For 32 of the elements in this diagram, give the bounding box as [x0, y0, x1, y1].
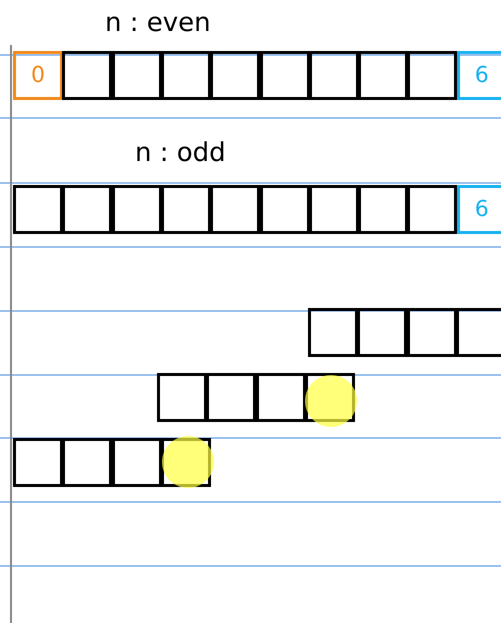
- array-cell: [62, 51, 112, 100]
- value-cell: 6: [456, 185, 501, 234]
- heading-text: n : even: [105, 8, 211, 38]
- array-cell: [407, 51, 458, 100]
- heading-text: n : odd: [135, 138, 226, 168]
- array-cell: [13, 438, 63, 487]
- array-cell: [358, 185, 408, 234]
- array-cell: [206, 373, 256, 422]
- array-cell: [13, 185, 63, 234]
- array-cell: [256, 373, 306, 422]
- array-cell: [62, 185, 112, 234]
- array-cell: [160, 51, 211, 100]
- array-cell: [160, 185, 211, 234]
- array-cell: [260, 185, 310, 234]
- array-cell: [62, 438, 112, 487]
- array-cell: [308, 51, 359, 100]
- value-cell: 0: [13, 51, 63, 100]
- array-cell: [358, 51, 408, 100]
- value-cell: 6: [456, 51, 501, 100]
- array-cell: [357, 308, 408, 357]
- array-cell: [407, 185, 458, 234]
- array-cell: [456, 308, 501, 357]
- array-cell: [157, 373, 207, 422]
- array-cell: [112, 185, 162, 234]
- array-cell: [308, 185, 359, 234]
- array-cell: [406, 308, 457, 357]
- array-cell: [260, 51, 310, 100]
- array-cell: [308, 308, 358, 357]
- array-cell: [112, 51, 162, 100]
- array-cell: [210, 185, 260, 234]
- array-cell: [112, 438, 162, 487]
- array-cell: [210, 51, 260, 100]
